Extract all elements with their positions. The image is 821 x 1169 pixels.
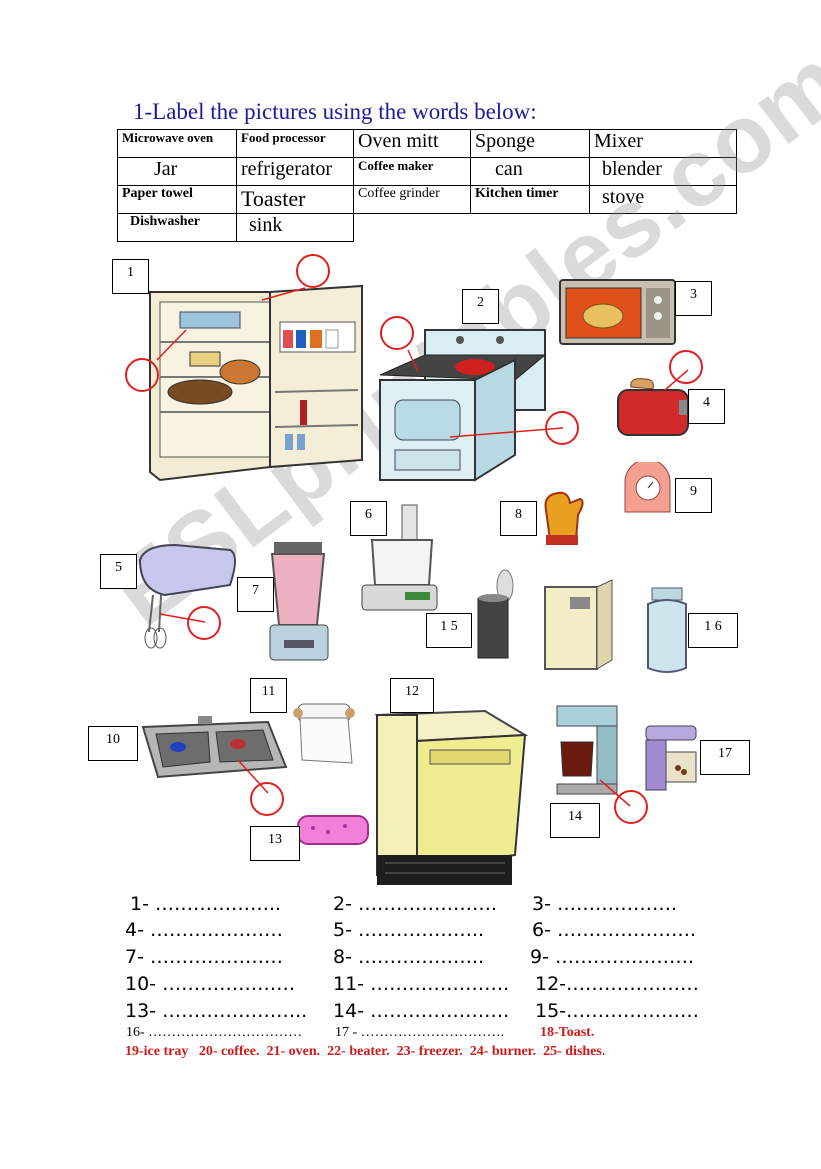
label-circle (545, 411, 579, 445)
word-cell: blender (589, 157, 737, 186)
answer-line: 3- ………………. (532, 893, 678, 915)
number-box: 1 6 (688, 613, 738, 648)
number-box: 12 (390, 678, 434, 713)
word-cell: stove (589, 185, 737, 214)
toaster-picture (617, 378, 689, 436)
word-cell: Food processor (236, 129, 354, 158)
number-box: 1 5 (426, 613, 472, 648)
number-box: 13 (250, 826, 300, 861)
word-cell: Oven mitt (353, 129, 471, 158)
word-cell: Paper towel (117, 185, 237, 214)
coffee-maker-picture (556, 705, 618, 795)
label-circle (250, 782, 284, 816)
answer-line: 15-………………… (535, 1000, 700, 1022)
number-box: 10 (88, 726, 138, 761)
dishwasher-picture (375, 709, 529, 885)
answer-line: 9- …………………. (530, 946, 695, 968)
answer-line: 6- …………………. (532, 919, 697, 941)
word-cell: Coffee grinder (353, 185, 471, 214)
answer-line: 4- ………………… (125, 919, 283, 941)
jar-picture (647, 587, 687, 673)
worksheet-title: 1-Label the pictures using the words bel… (133, 99, 537, 124)
number-box: 5 (100, 554, 137, 589)
number-box: 4 (688, 389, 725, 424)
sink-picture (141, 716, 288, 779)
word-cell: Kitchen timer (470, 185, 590, 214)
number-box: 11 (250, 678, 287, 713)
coffee-grinder-picture (645, 725, 697, 791)
key-item: 24- burner. (469, 1044, 537, 1059)
word-cell: sink (236, 213, 354, 242)
mixer-picture (138, 543, 236, 649)
label-circle (380, 316, 414, 350)
word-cell: Jar (117, 157, 237, 186)
answer-line: 7- ………………… (125, 946, 283, 968)
word-cell: refrigerator (236, 157, 354, 186)
number-box: 8 (500, 501, 537, 536)
microwave-picture (559, 279, 676, 345)
number-box: 3 (675, 281, 712, 316)
answer-line: 16- …………………………… (126, 1025, 303, 1040)
key-item: 19-ice tray (125, 1044, 189, 1059)
answer-line: 14- …………………. (333, 1000, 510, 1022)
label-circle (125, 358, 159, 392)
key-item: 25- dishes (543, 1044, 602, 1059)
number-box: 14 (550, 803, 600, 838)
answer-line: 2- …………………. (333, 893, 498, 915)
answer-line: 8- ……………….. (333, 946, 485, 968)
word-bank-table: Microwave oven Food processor Oven mitt … (117, 129, 737, 242)
refrigerator-picture (149, 284, 363, 482)
number-box: 6 (350, 501, 387, 536)
word-cell: Toaster (236, 185, 354, 214)
answer-line: 17 - …………………………. (335, 1025, 505, 1040)
key-item: 23- freezer. (396, 1044, 463, 1059)
number-box: 1 (112, 259, 149, 294)
answer-line: 12-………………… (535, 973, 700, 995)
number-box: 2 (462, 289, 499, 324)
key-item: 22- beater. (327, 1044, 390, 1059)
answer-line: 13- ………………….. (125, 1000, 308, 1022)
answer-line: 10- ………………… (125, 973, 296, 995)
answer-line: 1- ……………….. (130, 893, 282, 915)
can-picture (477, 569, 514, 659)
kitchen-timer-picture (624, 462, 671, 513)
sponge-picture (297, 815, 369, 845)
answer-line: 11- …………………. (333, 973, 510, 995)
food-processor-picture (361, 504, 438, 611)
word-cell: Mixer (589, 129, 737, 158)
label-circle (669, 350, 703, 384)
word-cell: Microwave oven (117, 129, 237, 158)
number-box: 7 (237, 577, 274, 612)
key-item: 20- coffee. (198, 1044, 260, 1059)
answer-key-item: 18-Toast. (540, 1025, 595, 1040)
word-cell: can (470, 157, 590, 186)
answer-line: 5- ……………….. (333, 919, 485, 941)
can-opener-picture (544, 579, 613, 670)
key-period: . (601, 1044, 606, 1059)
stove-picture (379, 329, 547, 482)
label-circle (614, 790, 648, 824)
label-circle (296, 254, 330, 288)
number-box: 9 (675, 478, 712, 513)
paper-towel-picture (293, 703, 355, 764)
oven-mitt-picture (544, 491, 584, 545)
blender-picture (269, 542, 329, 661)
label-circle (187, 606, 221, 640)
answer-key-line: 19-ice tray 20- coffee. 21- oven. 22- be… (125, 1044, 605, 1060)
key-item: 21- oven. (266, 1044, 321, 1059)
number-box: 17 (700, 740, 750, 775)
